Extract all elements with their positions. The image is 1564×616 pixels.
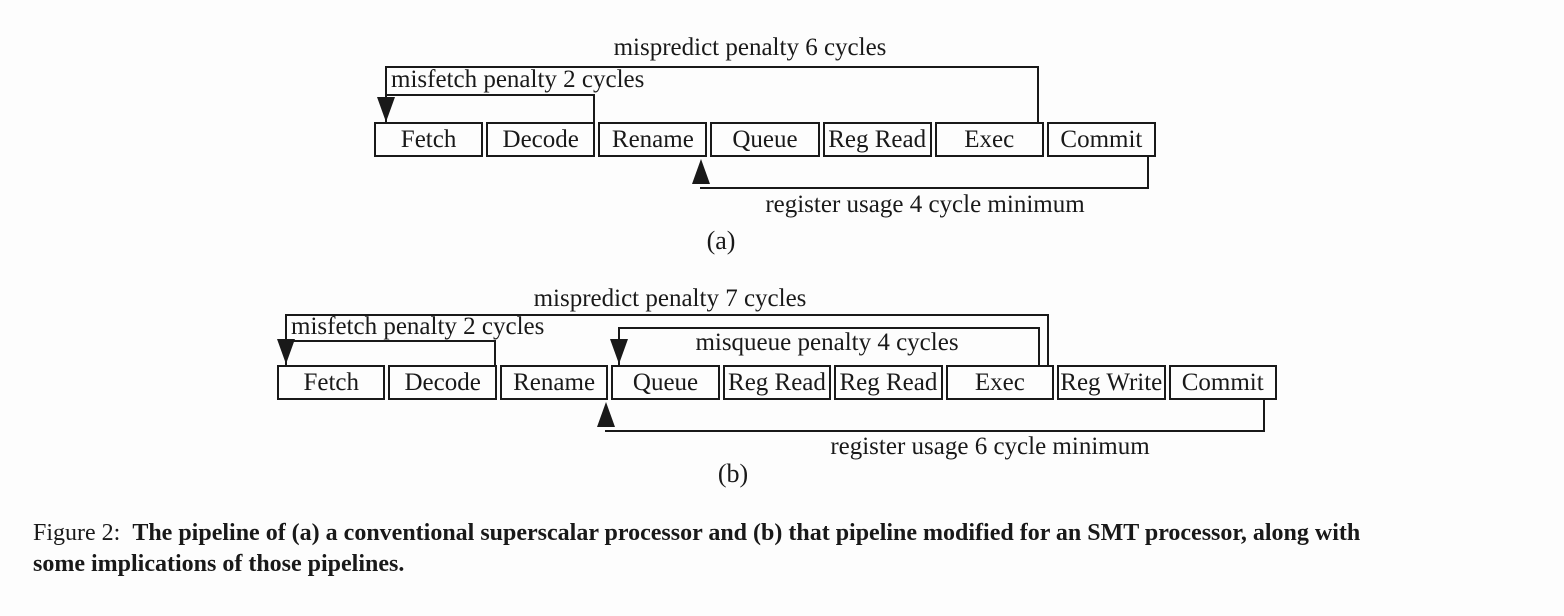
misfetch-penalty-label-b: misfetch penalty 2 cycles [291, 313, 545, 340]
register-usage-bracket-a [700, 157, 1149, 189]
down-arrow-icon [610, 339, 628, 364]
pipeline-row-a: Fetch Decode Rename Queue Reg Read Exec … [374, 122, 1156, 157]
stage-box-commit-b: Commit [1168, 365, 1277, 400]
stage-box-queue-a: Queue [710, 122, 820, 157]
misfetch-bracket-a [385, 94, 595, 123]
misqueue-penalty-label-b: misqueue penalty 4 cycles [695, 329, 959, 356]
stage-box-regread1-b: Reg Read [722, 365, 832, 400]
figure-caption: Figure 2: The pipeline of (a) a conventio… [33, 518, 1538, 580]
stage-box-queue-b: Queue [611, 365, 720, 400]
down-arrow-icon [277, 339, 295, 364]
register-usage-label-b: register usage 6 cycle minimum [830, 433, 1150, 460]
stage-box-exec-a: Exec [934, 122, 1044, 157]
stage-box-fetch-a: Fetch [374, 122, 484, 157]
up-arrow-icon [692, 159, 710, 184]
misfetch-bracket-b [285, 340, 496, 366]
down-arrow-icon [377, 97, 395, 122]
stage-box-rename-a: Rename [598, 122, 708, 157]
stage-box-commit-a: Commit [1046, 122, 1156, 157]
stage-box-decode-a: Decode [486, 122, 596, 157]
register-usage-label-a: register usage 4 cycle minimum [765, 191, 1085, 218]
stage-box-fetch-b: Fetch [277, 365, 386, 400]
pipeline-row-b: Fetch Decode Rename Queue Reg Read Reg R… [277, 365, 1277, 400]
stage-box-decode-b: Decode [388, 365, 497, 400]
figure-caption-text-line1: The pipeline of (a) a conventional super… [132, 520, 1361, 546]
stage-box-regwrite-b: Reg Write [1057, 365, 1166, 400]
subfigure-label-a: (a) [706, 226, 736, 255]
misfetch-penalty-label-a: misfetch penalty 2 cycles [391, 66, 645, 93]
subfigure-label-b: (b) [717, 459, 749, 488]
figure-caption-number: Figure 2: [33, 520, 121, 546]
stage-box-exec-b: Exec [945, 365, 1055, 400]
stage-box-regread-a: Reg Read [822, 122, 932, 157]
register-usage-bracket-b [605, 400, 1265, 432]
mispredict-penalty-label-a: mispredict penalty 6 cycles [613, 34, 887, 61]
stage-box-regread2-b: Reg Read [834, 365, 943, 400]
stage-box-rename-b: Rename [499, 365, 609, 400]
mispredict-penalty-label-b: mispredict penalty 7 cycles [533, 285, 807, 312]
up-arrow-icon [597, 402, 615, 427]
figure-caption-text-line2: some implications of those pipelines. [33, 551, 405, 577]
